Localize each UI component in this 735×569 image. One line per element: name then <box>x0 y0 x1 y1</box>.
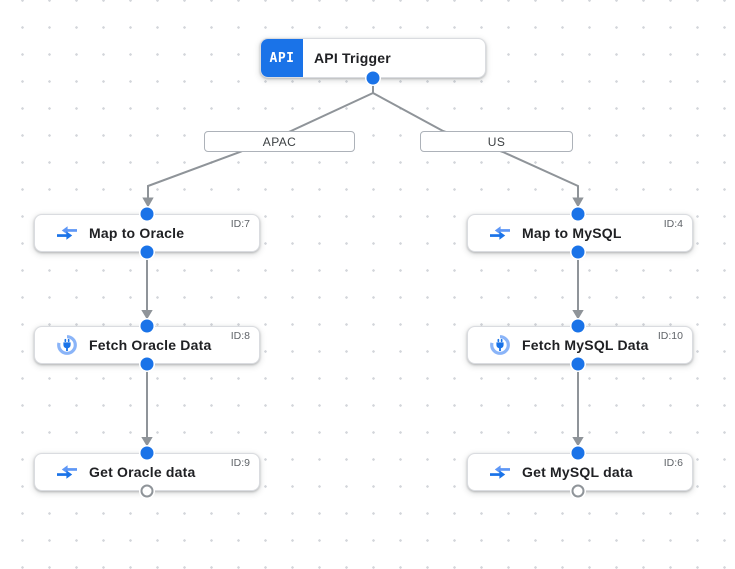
api-badge-icon: API <box>261 39 303 77</box>
node-title: Map to MySQL <box>522 225 622 241</box>
node-id-badge: ID:4 <box>663 218 683 230</box>
arrowhead-icon <box>141 310 153 320</box>
output-port-map-to-mysql[interactable] <box>571 245 585 259</box>
arrowhead-icon <box>141 437 153 447</box>
branch-label-text: US <box>487 134 506 149</box>
branch-label-text: APAC <box>262 134 297 149</box>
data-mapping-icon <box>56 221 78 245</box>
branch-label-apac[interactable]: APAC <box>204 131 355 152</box>
input-port-get-mysql[interactable] <box>571 446 585 460</box>
input-port-fetch-mysql[interactable] <box>571 319 585 333</box>
arrowhead-icon <box>572 197 584 208</box>
node-title: Get MySQL data <box>522 464 633 480</box>
node-id-badge: ID:9 <box>230 457 250 469</box>
node-title: Map to Oracle <box>89 225 185 241</box>
arrowhead-icon <box>572 310 584 320</box>
output-port-fetch-oracle[interactable] <box>140 357 154 371</box>
api-badge-label: API <box>269 50 295 66</box>
branch-label-us[interactable]: US <box>420 131 573 152</box>
node-id-badge: ID:10 <box>657 330 683 342</box>
node-id-badge: ID:8 <box>230 330 250 342</box>
input-port-fetch-oracle[interactable] <box>140 319 154 333</box>
end-port-get-oracle[interactable] <box>140 484 154 498</box>
api-trigger-node[interactable]: API API Trigger <box>260 38 486 78</box>
arrowhead-icon <box>142 197 154 208</box>
node-id-badge: ID:6 <box>663 457 683 469</box>
connector-plug-icon <box>489 333 511 357</box>
connector-plug-icon <box>56 333 78 357</box>
trigger-output-port[interactable] <box>366 71 380 85</box>
node-title: Get Oracle data <box>89 464 196 480</box>
input-port-map-to-mysql[interactable] <box>571 207 585 221</box>
data-mapping-icon <box>489 221 511 245</box>
arrowhead-icon <box>572 437 584 447</box>
data-mapping-icon <box>489 460 511 484</box>
data-mapping-icon <box>56 460 78 484</box>
node-title: Fetch Oracle Data <box>89 337 212 353</box>
trigger-title: API Trigger <box>314 50 391 66</box>
input-port-get-oracle[interactable] <box>140 446 154 460</box>
node-id-badge: ID:7 <box>230 218 250 230</box>
node-title: Fetch MySQL Data <box>522 337 649 353</box>
output-port-map-to-oracle[interactable] <box>140 245 154 259</box>
input-port-map-to-oracle[interactable] <box>140 207 154 221</box>
end-port-get-mysql[interactable] <box>571 484 585 498</box>
output-port-fetch-mysql[interactable] <box>571 357 585 371</box>
